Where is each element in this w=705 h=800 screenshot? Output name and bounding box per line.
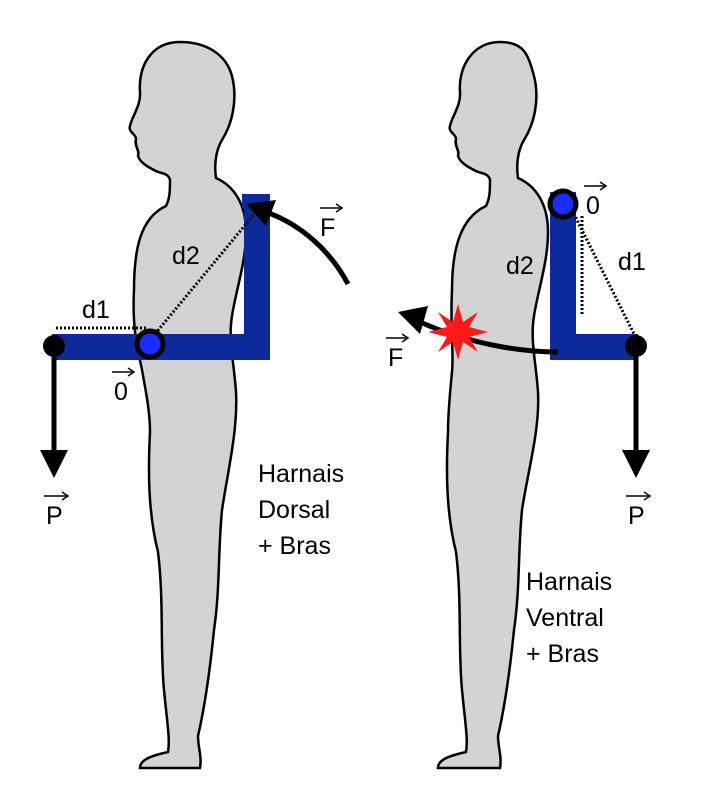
right-force-label: F [388,344,403,372]
left-d2-label: d2 [172,242,200,270]
right-weight-vector-arrow-icon [626,491,652,501]
right-force-arrow [418,319,559,355]
right-force-arrowhead [398,306,428,334]
left-caption-line2: Dorsal [258,496,330,524]
pain-star-icon [428,304,488,360]
left-body-outline [128,40,248,770]
left-caption-line3: + Bras [258,532,331,560]
right-origin-vector-arrow-icon [584,181,608,191]
left-weight-vector-arrow-icon [44,491,70,501]
right-d2-label: d2 [506,252,534,280]
right-harness [550,192,638,360]
right-weight-label: P [628,502,645,530]
left-pivot-point [134,328,166,360]
right-human-silhouette [436,40,550,770]
left-caption-line1: Harnais [258,460,344,488]
right-caption-line1: Harnais [526,568,612,596]
right-weight-arrowhead [622,450,650,478]
left-weight-arrowhead [40,450,68,478]
left-weight-label: P [46,502,63,530]
right-caption-line2: Ventral [526,604,604,632]
left-d1-label: d1 [82,296,110,324]
right-force-vector-arrow-icon [386,333,410,343]
right-harness-upright [550,192,576,360]
left-origin-label: 0 [114,378,128,406]
right-pivot-point [547,188,579,220]
left-force-arrow [265,209,351,286]
left-human-silhouette [128,40,248,770]
right-d1-label: d1 [618,248,646,276]
left-force-label: F [320,214,335,242]
right-body-outline [436,40,550,770]
left-force-arrowhead [246,200,276,226]
left-origin-vector-arrow-icon [112,367,136,377]
right-origin-label: 0 [586,192,600,220]
right-caption-line3: + Bras [526,640,599,668]
left-force-vector-arrow-icon [320,203,344,213]
right-harness-arm [550,334,638,360]
